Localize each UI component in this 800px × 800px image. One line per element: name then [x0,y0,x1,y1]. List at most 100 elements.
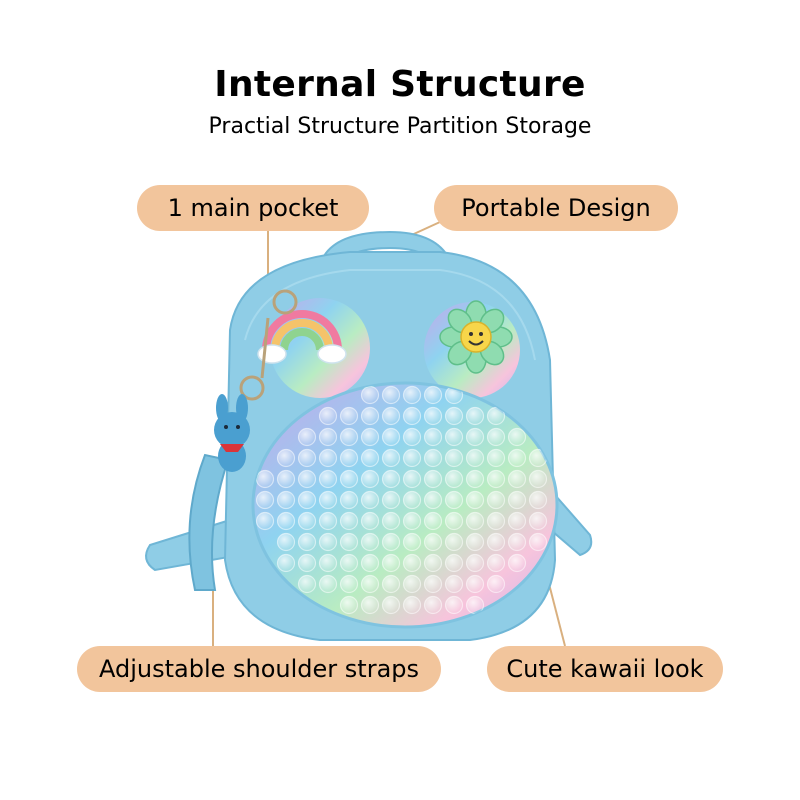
popit-bubble [507,532,527,552]
popit-bubble [381,490,401,510]
popit-bubble [360,574,380,594]
popit-bubble [402,385,422,405]
popit-bubble [507,553,527,573]
popit-bubble [423,490,443,510]
popit-bubble [486,511,506,531]
popit-bubble [360,385,380,405]
popit-bubble [507,490,527,510]
popit-bubble [381,406,401,426]
popit-bubble [486,553,506,573]
popit-bubble [423,574,443,594]
popit-bubble [402,490,422,510]
popit-bubble [297,553,317,573]
popit-bubble [318,574,338,594]
bunny-charm-icon [214,394,250,472]
popit-bubble [318,553,338,573]
popit-bubble [465,574,485,594]
popit-bubble [360,532,380,552]
popit-bubble [444,595,464,615]
popit-bubble [402,427,422,447]
popit-bubble [507,448,527,468]
popit-bubble [486,490,506,510]
popit-bubble [528,532,548,552]
popit-bubble [507,511,527,531]
callout-kawaii-look: Cute kawaii look [487,646,723,692]
popit-bubble [318,532,338,552]
popit-bubble [402,553,422,573]
popit-bubble [360,553,380,573]
callout-shoulder-straps: Adjustable shoulder straps [77,646,441,692]
popit-bubble [402,448,422,468]
popit-bubble [360,406,380,426]
popit-bubble [255,490,275,510]
popit-bubble [465,553,485,573]
popit-bubble [339,532,359,552]
popit-bubble [276,553,296,573]
popit-bubble [339,490,359,510]
popit-bubble [423,385,443,405]
popit-bubble [276,511,296,531]
popit-bubble [444,490,464,510]
popit-bubble [276,469,296,489]
popit-bubble [465,511,485,531]
popit-bubble [381,595,401,615]
popit-bubble [318,490,338,510]
popit-bubble [318,427,338,447]
popit-bubble [276,448,296,468]
popit-bubble [423,427,443,447]
popit-bubble [444,406,464,426]
subtitle: Practial Structure Partition Storage [208,114,592,139]
popit-bubble [402,595,422,615]
popit-bubble [297,469,317,489]
popit-bubble [402,511,422,531]
popit-bubble [507,427,527,447]
popit-bubble [339,406,359,426]
popit-bubble [339,511,359,531]
popit-bubble [255,511,275,531]
popit-bubble [465,469,485,489]
popit-bubble [465,448,485,468]
popit-bubble [276,490,296,510]
popit-bubble [339,553,359,573]
popit-bubble [423,511,443,531]
popit-bubble [402,406,422,426]
popit-bubble [402,469,422,489]
leader-line-kawaii [547,579,566,647]
popit-bubble [381,385,401,405]
popit-bubble [381,532,401,552]
flower-badge-icon [439,300,513,374]
popit-bubble [486,574,506,594]
popit-bubble [402,532,422,552]
popit-bubble [381,469,401,489]
popit-bubble [339,469,359,489]
popit-bubble [423,595,443,615]
popit-bubble [297,532,317,552]
popit-bubble [465,427,485,447]
popit-bubble [444,553,464,573]
popit-bubble [465,532,485,552]
popit-bubble [360,427,380,447]
keyring-icon [239,289,298,401]
popit-bubble [318,469,338,489]
popit-bubble [318,511,338,531]
popit-bubble [297,427,317,447]
popit-bubble [486,469,506,489]
popit-bubble [318,448,338,468]
popit-bubble [360,448,380,468]
popit-bubble [360,469,380,489]
rainbow-charm-icon [257,310,347,364]
popit-bubble [423,532,443,552]
popit-bubble [339,427,359,447]
popit-bubble [444,511,464,531]
popit-bubble [297,448,317,468]
popit-bubble [465,406,485,426]
popit-bubble [339,574,359,594]
popit-bubble [444,427,464,447]
popit-bubble [381,574,401,594]
popit-bubble [507,469,527,489]
popit-face [251,381,559,629]
callout-main-pocket: 1 main pocket [137,185,369,231]
popit-bubble [444,448,464,468]
popit-bubble [423,406,443,426]
popit-bubble [381,427,401,447]
